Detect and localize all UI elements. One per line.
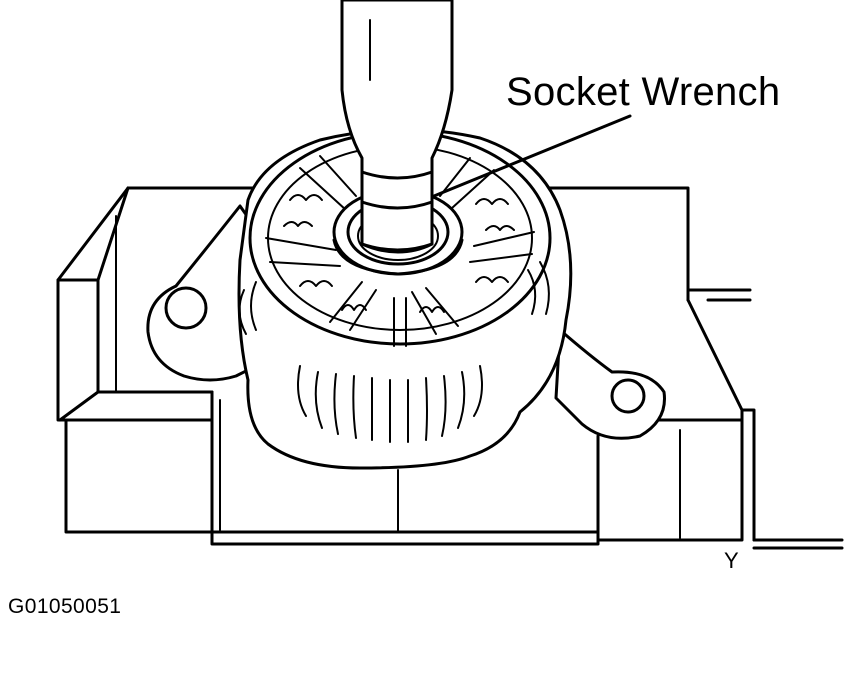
bench-block-illustration <box>56 186 844 550</box>
callout-label: Socket Wrench <box>506 70 781 114</box>
corner-mark: Y <box>724 548 739 573</box>
socket-wrench-illustration <box>340 0 454 254</box>
callout-leader-line <box>432 114 632 198</box>
figure-id: G01050051 <box>8 595 122 618</box>
alternator-housing <box>146 127 666 470</box>
